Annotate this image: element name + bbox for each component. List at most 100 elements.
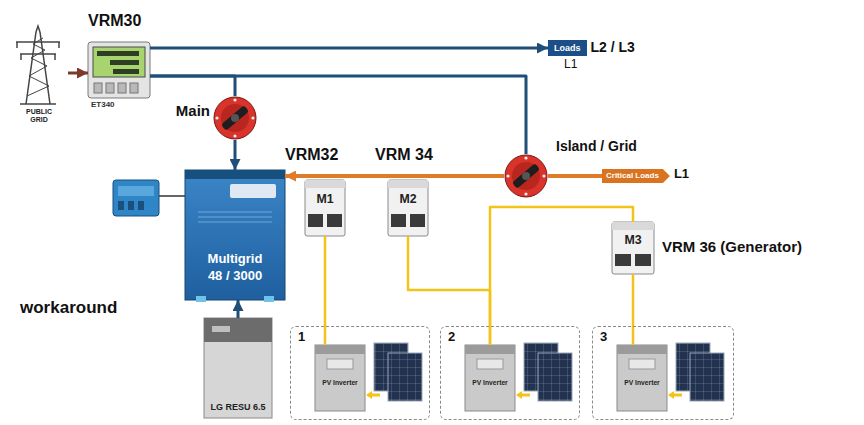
switch-symbol [213,96,257,140]
switch-handle [512,163,540,188]
pv-group: PV Inverter3 [592,326,734,420]
battery-front [204,318,272,342]
pylon-base [20,103,56,105]
multigrid-inverter: Multigrid48 / 3000 [185,170,285,300]
switch-bolt [506,174,509,177]
tag-outline [602,169,670,183]
gx-device-drawing [113,180,185,216]
switch-body [505,155,547,197]
switch-bolt [251,116,254,119]
switch-handle [221,105,249,130]
battery-drawing [204,318,272,418]
power-arrow [668,391,682,399]
pv-inverter: PV Inverter [617,345,667,411]
connector-wire [285,174,504,178]
box-label: Loads [554,40,581,56]
multigrid-top [185,170,285,179]
connector-wire [408,236,490,345]
insulator [54,54,56,60]
cable-gland [264,296,274,302]
display-segment [113,69,139,74]
connector-wire [68,72,88,75]
connector-wire [548,174,602,178]
phase-label: L1 [564,58,577,72]
insulator [16,42,18,48]
switch-bolt [233,98,236,101]
switch-body [214,97,256,139]
connector-wire [234,140,237,170]
connector-wire [324,236,327,345]
rj45-port [615,254,631,266]
meter-id: M3 [612,233,654,247]
meter-body [88,42,150,98]
gx-cable [159,195,185,197]
vrm-instance: VRM 34 [375,146,433,164]
battery-body [204,318,272,418]
rj45-port [391,214,406,227]
multigrid-body [185,170,285,300]
rj45-port [410,214,425,227]
rj45-port [327,214,342,227]
inverter-display [327,359,353,369]
pv-group: PV Inverter2 [440,326,580,420]
box-label: Critical Loads [606,169,659,183]
switch-bolt [233,134,236,137]
gx-panel [118,186,154,196]
connector-wire [150,47,548,50]
device-name: PV Inverter [617,379,667,387]
inverter-display [477,359,503,369]
inverter-body [465,345,515,411]
switch-bolt [542,174,545,177]
switch-hub [522,172,530,180]
device-name: PV Inverter [315,379,365,387]
pv-drawings [315,343,724,411]
grid-meter: VRM30ET340 [88,42,150,98]
inverter-top [617,345,667,354]
meter-terminal [94,83,102,93]
connector-wire [632,274,635,345]
inverter-top [315,345,365,354]
switch-bolt [215,116,218,119]
meter-top [305,180,345,188]
gx-port [118,201,124,210]
pylon-bracing [27,38,49,96]
power-arrow [366,391,380,399]
meter-terminal [106,83,114,93]
device-rating: 48 / 3000 [208,267,262,284]
pv-group: PV Inverter1 [290,326,430,420]
multigrid-drawing [185,170,285,302]
note-text: workaround [20,298,117,318]
battery-logo [212,326,230,332]
main-switch: Main [213,96,257,140]
switch-bolt [524,192,527,195]
display-segment [97,51,139,56]
vent-line [198,217,272,218]
solar-panel [388,353,422,401]
connector-wire [237,300,240,318]
critical-loads-tag: Critical Loads [602,169,670,183]
insulator [58,42,60,48]
connector-wire [150,76,235,96]
gx-body [113,180,159,216]
meter-id: M2 [388,192,428,206]
meter-top [388,180,428,188]
device-name: Multigrid [208,250,263,267]
switch-dial [512,162,540,190]
energy-meter: M1 [305,180,345,236]
switch-symbol [504,154,548,198]
switch-hub [231,114,239,122]
multigrid-plate [230,184,276,198]
switch-label: Island / Grid [556,138,637,154]
energy-meter: M2 [388,180,428,236]
phase-label: L1 [674,167,689,182]
connector-wire [490,207,633,345]
meter-display [93,47,145,77]
pylon-leg [40,32,50,104]
battery: LG RESU 6.5 [204,318,272,418]
rj45-port [308,214,323,227]
grid-meter-drawing [88,42,150,98]
loads-box: Loads [548,40,587,56]
